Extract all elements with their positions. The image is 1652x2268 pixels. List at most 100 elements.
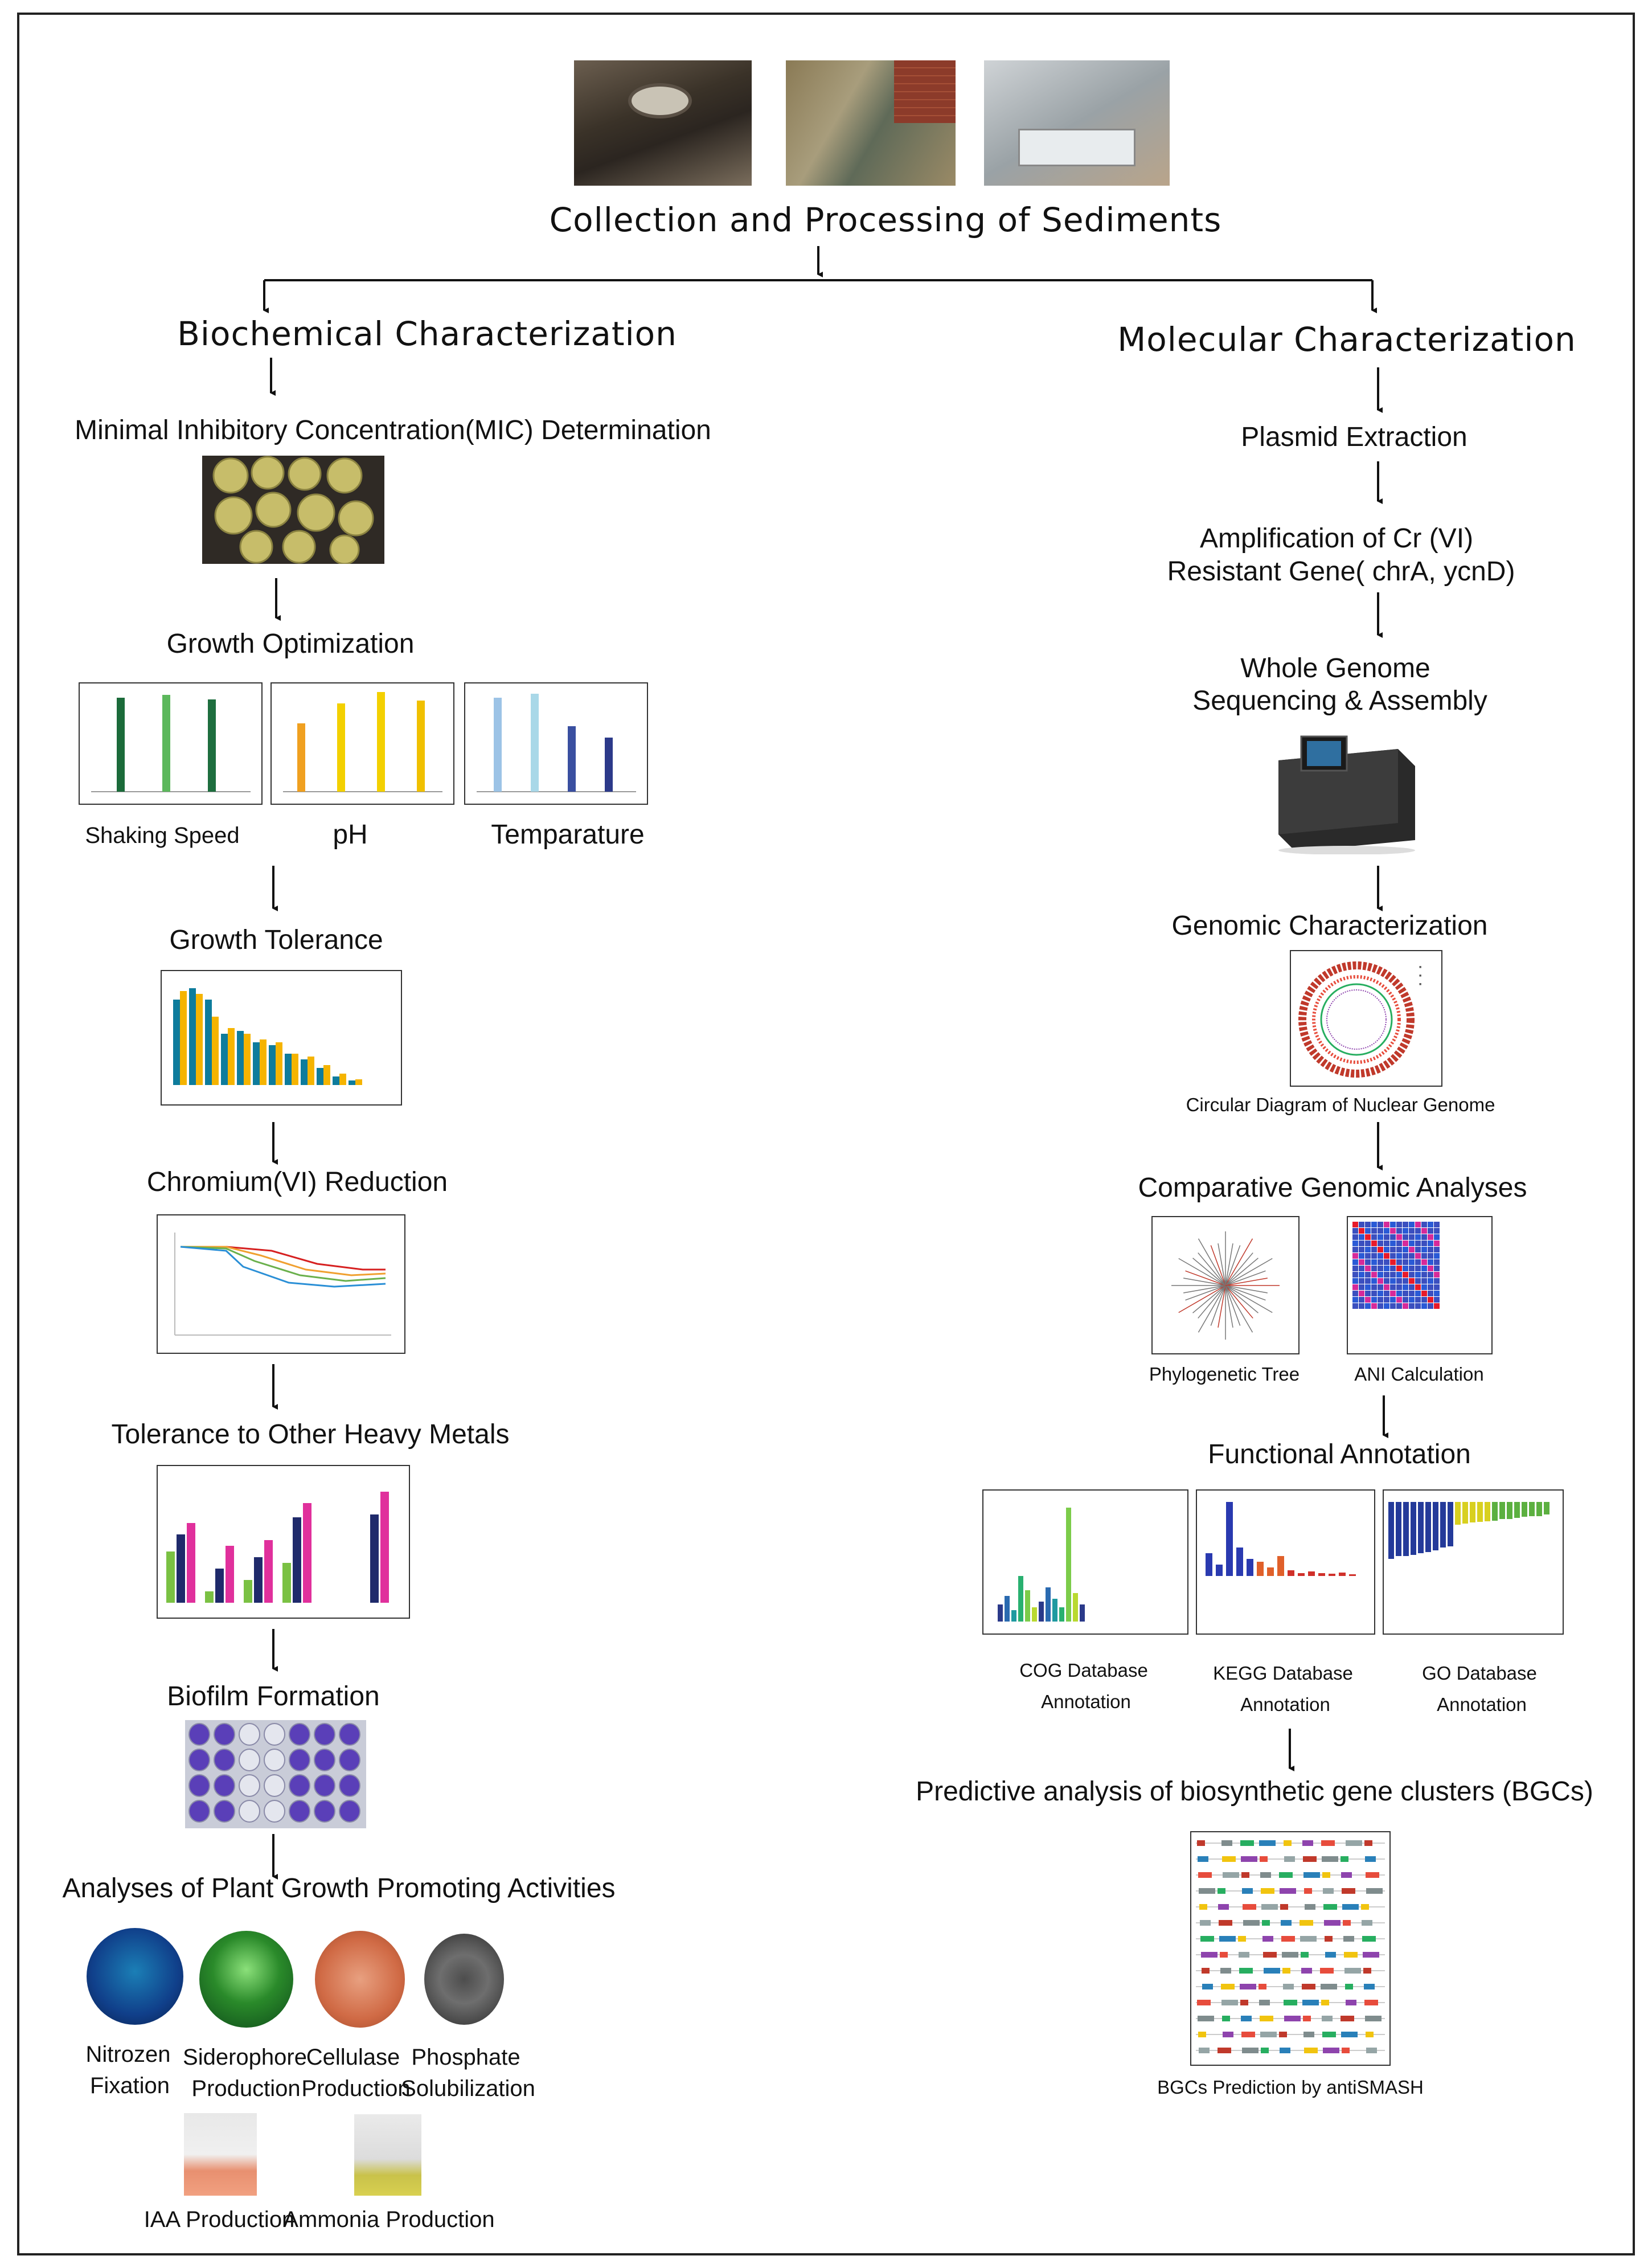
ph-bars <box>283 692 442 792</box>
cog-bar <box>1025 1590 1030 1622</box>
ani-cell <box>1434 1284 1440 1290</box>
biofilm-well <box>214 1749 235 1771</box>
bgc-gene <box>1261 2048 1269 2053</box>
ani-cell <box>1396 1241 1402 1246</box>
bgc-gene <box>1238 1936 1246 1942</box>
bgc-gene <box>1241 1872 1249 1878</box>
ani-cell <box>1384 1253 1389 1259</box>
ani-cell <box>1384 1272 1389 1278</box>
bgc-gene <box>1279 1872 1293 1878</box>
kegg-chart-panel <box>1196 1489 1375 1635</box>
bgc-gene <box>1260 2032 1277 2037</box>
ani-cell <box>1396 1291 1402 1296</box>
ani-cell <box>1428 1278 1433 1284</box>
cog-bar <box>1046 1587 1051 1622</box>
bgc-gene <box>1366 2048 1377 2053</box>
tolerance-bar-teal <box>173 1000 180 1085</box>
biofilm-well <box>289 1800 310 1823</box>
ani-cell <box>1396 1234 1402 1240</box>
cog-bar <box>1032 1607 1037 1622</box>
ani-cell <box>1371 1266 1377 1271</box>
ani-cell <box>1352 1222 1358 1227</box>
ani-cell <box>1365 1259 1371 1265</box>
cog-bars <box>998 1508 1085 1622</box>
bgc-gene <box>1262 1920 1270 1926</box>
go-bar <box>1411 1502 1416 1555</box>
figure-frame <box>17 13 1635 2255</box>
ani-cell <box>1378 1291 1383 1296</box>
shaking-speed-chart <box>79 682 263 805</box>
ani-cell <box>1359 1228 1364 1234</box>
bgc-gene <box>1365 1856 1376 1862</box>
ani-cell <box>1390 1259 1396 1265</box>
tree-branch <box>1225 1285 1241 1326</box>
go-bar <box>1425 1502 1431 1552</box>
bgc-gene <box>1280 2048 1290 2053</box>
biofilm-well <box>214 1774 235 1797</box>
wgs-line-1: Whole Genome <box>1240 653 1430 683</box>
biofilm-well <box>188 1800 210 1823</box>
tolerance-bar-yellow <box>339 1074 346 1085</box>
bgc-gene <box>1242 2048 1259 2053</box>
cellulase-photo <box>315 1931 405 2028</box>
bgc-gene <box>1302 2000 1319 2005</box>
bgc-gene <box>1240 2000 1248 2005</box>
ani-cell <box>1396 1228 1402 1234</box>
tree-branch <box>1225 1258 1273 1286</box>
ani-cell <box>1359 1234 1364 1240</box>
ani-cell <box>1421 1228 1427 1234</box>
kegg-bar <box>1329 1574 1335 1576</box>
biofilm-well <box>314 1749 335 1771</box>
chromium-reduction-lines <box>174 1233 391 1336</box>
bgc-gene <box>1302 1840 1313 1846</box>
bgc-gene <box>1324 1920 1341 1926</box>
phylo-caption: Phylogenetic Tree <box>1149 1364 1300 1385</box>
ani-cell <box>1428 1228 1433 1234</box>
bgc-gene <box>1366 1872 1379 1878</box>
tolerance-bar-yellow <box>260 1039 267 1085</box>
ani-cell <box>1409 1284 1415 1290</box>
ani-cell <box>1390 1253 1396 1259</box>
biofilm-well <box>339 1800 360 1823</box>
ani-cell <box>1415 1228 1421 1234</box>
tolerance-bar-yellow <box>276 1042 282 1085</box>
siderophore-photo <box>199 1931 293 2028</box>
ani-cell <box>1415 1222 1421 1227</box>
tolerance-bar-yellow <box>355 1079 362 1085</box>
bgc-gene <box>1343 1920 1351 1926</box>
ani-cell <box>1409 1291 1415 1296</box>
ani-cell <box>1365 1284 1371 1290</box>
bgc-gene <box>1239 1968 1253 1974</box>
ani-cell <box>1359 1297 1364 1303</box>
ani-cell <box>1371 1272 1377 1278</box>
bgc-gene <box>1240 1984 1256 1989</box>
bgc-gene <box>1200 1936 1214 1942</box>
metal-bar <box>303 1503 311 1603</box>
ani-cell <box>1365 1228 1371 1234</box>
bgc-gene <box>1342 1888 1355 1894</box>
biofilm-well <box>264 1800 285 1823</box>
tree-branch <box>1185 1270 1226 1286</box>
ani-cell <box>1378 1259 1383 1265</box>
bgc-gene <box>1284 1840 1292 1846</box>
amplification-line-1: Amplification of Cr (VI) <box>1199 523 1474 554</box>
tree-branch <box>1178 1285 1226 1313</box>
pgp-label-1-line-1: Nitrozen <box>85 2042 171 2067</box>
go-bar <box>1396 1502 1401 1556</box>
ani-cell <box>1415 1272 1421 1278</box>
ani-cell <box>1378 1228 1383 1234</box>
heavy-metals-bars <box>166 1492 389 1603</box>
tree-branch <box>1192 1285 1226 1313</box>
bgc-gene <box>1201 1952 1218 1958</box>
ani-cell <box>1409 1247 1415 1252</box>
ani-cell <box>1409 1241 1415 1246</box>
go-bar <box>1477 1502 1483 1522</box>
go-caption-line-1: GO Database <box>1422 1663 1537 1684</box>
go-bar <box>1536 1502 1542 1516</box>
ani-cell <box>1365 1266 1371 1271</box>
bgc-gene <box>1325 1952 1336 1958</box>
tolerance-bar-yellow <box>244 1034 251 1085</box>
ani-cell <box>1428 1234 1433 1240</box>
ani-cell <box>1434 1228 1440 1234</box>
pgp-label-3-line-2: Production <box>301 2076 411 2101</box>
